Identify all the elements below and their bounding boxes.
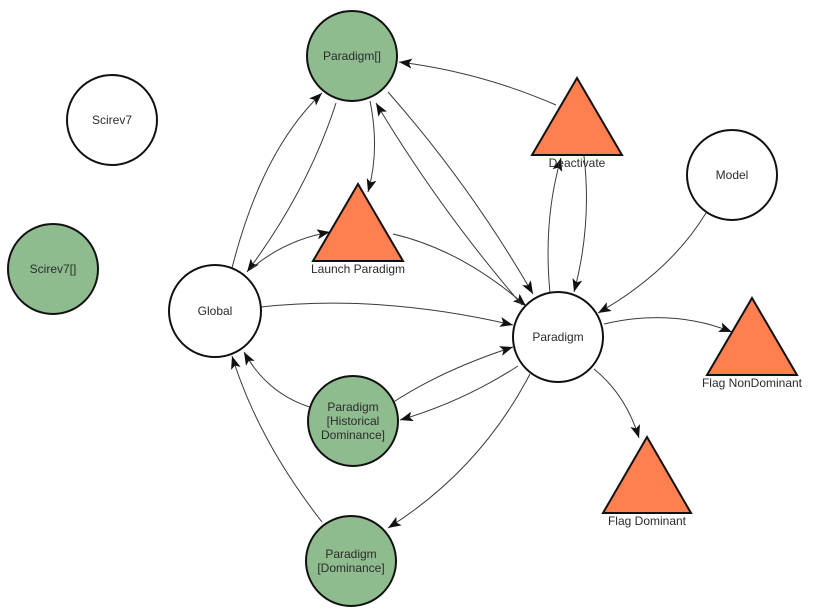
edge-paradigm-array-to-launch-paradigm: [366, 100, 377, 193]
edge-global-to-paradigm: [260, 302, 514, 327]
node-label: Dominance]: [321, 428, 385, 442]
edge-paradigm-to-paradigm-dominance: [387, 373, 531, 529]
node-model[interactable]: Model: [686, 129, 778, 221]
node-label: Scirev7: [92, 113, 132, 127]
node-deactivate[interactable]: Deactivate: [530, 76, 624, 170]
edge-global-to-launch-paradigm: [251, 229, 331, 269]
node-label: Deactivate: [549, 156, 606, 170]
node-label: [Historical: [327, 414, 380, 428]
triangle-shape[interactable]: [705, 296, 799, 376]
edge-paradigm-historical-dominance-to-global: [243, 351, 314, 409]
edges-layer: [231, 58, 733, 529]
green-circle-shape[interactable]: [305, 515, 397, 607]
white-circle-shape[interactable]: [512, 291, 604, 383]
node-label: Flag NonDominant: [702, 376, 803, 390]
green-circle-shape[interactable]: [306, 10, 398, 102]
node-paradigm-dominance[interactable]: Paradigm[Dominance]: [305, 515, 397, 607]
node-label: Paradigm: [325, 547, 376, 561]
triangle-shape[interactable]: [601, 435, 693, 514]
edge-paradigm-dominance-to-global: [231, 355, 323, 523]
node-label: Paradigm: [532, 330, 583, 344]
node-scirev7-array[interactable]: Scirev7[]: [7, 223, 99, 315]
node-label: Flag Dominant: [608, 514, 687, 528]
white-circle-shape[interactable]: [686, 129, 778, 221]
edge-paradigm-to-flag-dominant: [593, 368, 641, 439]
node-paradigm-array[interactable]: Paradigm[]: [306, 10, 398, 102]
node-label: Paradigm[]: [323, 49, 381, 63]
white-circle-shape[interactable]: [168, 264, 262, 358]
edge-paradigm-array-to-paradigm: [387, 91, 534, 295]
edge-deactivate-to-paradigm: [572, 155, 587, 293]
node-label: Paradigm: [327, 400, 378, 414]
edge-launch-paradigm-to-paradigm: [392, 233, 527, 307]
edge-model-to-paradigm: [597, 212, 707, 314]
node-scirev7[interactable]: Scirev7: [66, 74, 158, 166]
edge-paradigm-to-paradigm-historical-dominance: [399, 365, 519, 422]
triangle-shape[interactable]: [311, 182, 405, 262]
node-label: Launch Paradigm: [311, 262, 405, 276]
white-circle-shape[interactable]: [66, 74, 158, 166]
node-global[interactable]: Global: [168, 264, 262, 358]
node-flag-dominant[interactable]: Flag Dominant: [601, 435, 693, 528]
edge-paradigm-to-paradigm-array: [375, 102, 523, 306]
edge-paradigm-historical-dominance-to-paradigm: [391, 346, 514, 404]
edge-global-to-paradigm-array: [231, 92, 323, 269]
node-label: Global: [198, 304, 233, 318]
node-paradigm[interactable]: Paradigm: [512, 291, 604, 383]
edge-paradigm-to-flag-nondominant: [603, 317, 733, 333]
node-label: Model: [716, 168, 749, 182]
edge-paradigm-to-deactivate: [547, 157, 563, 294]
edge-deactivate-to-paradigm-array: [398, 58, 557, 106]
edge-paradigm-array-to-global: [246, 102, 337, 273]
node-label: [Dominance]: [317, 561, 384, 575]
triangle-shape[interactable]: [530, 76, 624, 156]
node-launch-paradigm[interactable]: Launch Paradigm: [311, 182, 405, 276]
node-flag-nondominant[interactable]: Flag NonDominant: [702, 296, 803, 390]
green-circle-shape[interactable]: [307, 375, 399, 467]
node-label: Scirev7[]: [30, 262, 77, 276]
green-circle-shape[interactable]: [7, 223, 99, 315]
